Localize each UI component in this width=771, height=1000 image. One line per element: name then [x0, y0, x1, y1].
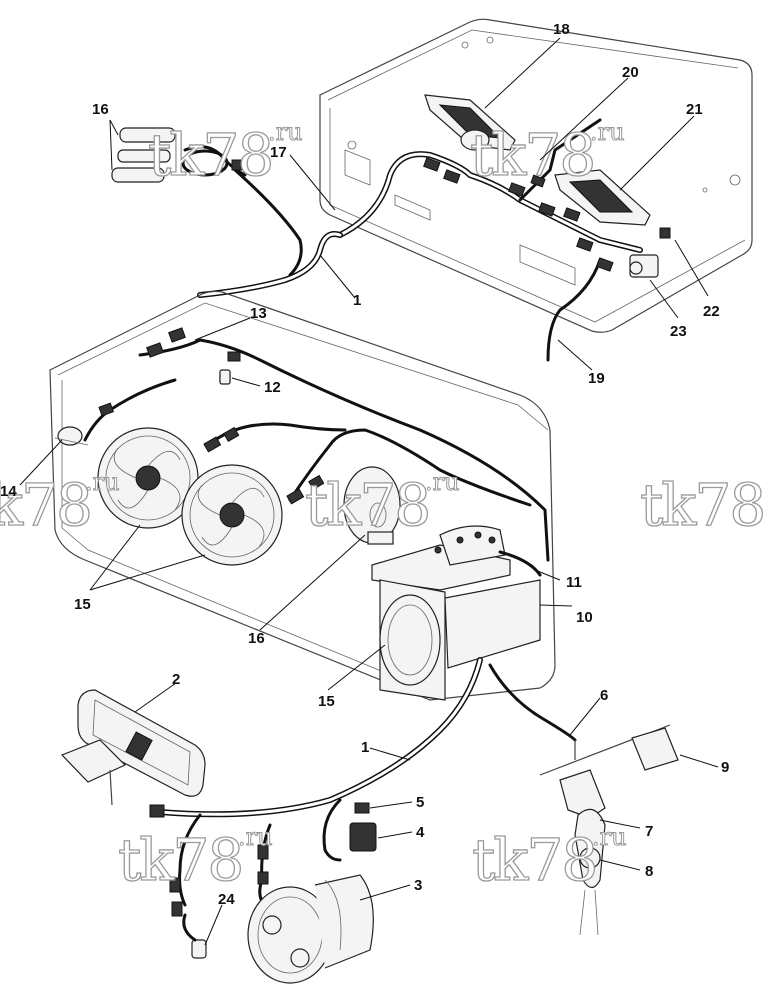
callout-9: 9	[721, 759, 729, 776]
solenoid-14	[54, 426, 89, 446]
leader-10	[539, 604, 573, 607]
watermark-text: tk78	[640, 471, 764, 539]
power-connector-group	[539, 724, 679, 936]
callout-20-top: 18	[553, 21, 570, 38]
leader-20a	[484, 37, 561, 109]
leader-19b	[557, 339, 593, 371]
leader-11	[534, 569, 561, 581]
callout-19-lower: 19	[588, 370, 605, 387]
callout-13: 13	[250, 305, 267, 322]
callout-16: 15	[74, 596, 91, 613]
callout-1-upper: 1	[353, 292, 361, 309]
expansion-valve	[629, 227, 671, 278]
evaporator-housing	[319, 18, 753, 333]
condenser-fan-right	[181, 464, 283, 566]
leader-6	[569, 697, 601, 736]
leader-8	[599, 859, 641, 871]
relay-4	[349, 822, 377, 852]
callout-20-right: 21	[686, 101, 703, 118]
leader-9	[679, 754, 719, 768]
watermark-suffix: .ru	[85, 468, 120, 496]
temperature-sensor-18	[111, 127, 247, 183]
callout-22: 22	[703, 303, 720, 320]
leader-21	[539, 77, 629, 161]
receiver-drier-17	[343, 466, 401, 545]
leader-16	[89, 524, 206, 591]
evaporator-blower-right	[554, 169, 651, 226]
leader-15	[327, 644, 386, 691]
leader-3	[359, 884, 411, 901]
callout-3: 3	[414, 877, 422, 894]
watermark-text: tk78	[470, 121, 594, 189]
watermark-group: tk78 .ru tk78 .ru k78 .ru tk78 .ru tk78 …	[0, 118, 767, 895]
callout-7: 7	[645, 823, 653, 840]
power-harness-lower	[149, 657, 577, 917]
leader-23	[649, 279, 679, 319]
callout-23: 23	[670, 323, 687, 340]
leader-18	[109, 119, 119, 171]
leader-1b	[369, 747, 411, 761]
leader-4	[377, 831, 413, 839]
sensor-24	[182, 913, 207, 959]
callout-10: 10	[576, 609, 593, 626]
callout-17: 16	[248, 630, 265, 647]
leader-19a	[289, 154, 336, 211]
callout-8: 8	[645, 863, 653, 880]
electric-compressor-assembly	[371, 525, 542, 701]
leader-1a	[319, 254, 356, 299]
fuse-5	[354, 802, 370, 814]
leader-13	[194, 317, 251, 341]
callout-11: 11	[566, 574, 582, 591]
leader-14	[19, 439, 63, 486]
watermark-suffix: .ru	[590, 118, 625, 146]
watermark-text: tk78	[472, 826, 596, 894]
watermark-text: tk78	[118, 826, 242, 894]
callout-4: 4	[416, 824, 425, 841]
mechanical-compressor-3	[247, 874, 374, 984]
evaporator-blower-left	[424, 94, 516, 151]
watermark-suffix: .ru	[268, 118, 303, 146]
callout-12: 12	[264, 379, 281, 396]
leader-lines	[19, 37, 719, 946]
condenser-housing	[49, 290, 556, 701]
control-panel-2	[60, 689, 206, 806]
watermark-suffix: .ru	[238, 823, 273, 851]
callout-21: 20	[622, 64, 639, 81]
watermark-text: k78	[0, 471, 91, 539]
callout-6: 6	[600, 687, 608, 704]
callout-18: 16	[92, 101, 109, 118]
leader-20b	[619, 115, 695, 191]
leader-24	[204, 904, 223, 946]
leader-7	[599, 819, 641, 829]
pressure-switch-12	[219, 369, 231, 385]
condenser-fan-left	[97, 427, 199, 529]
leader-22	[674, 239, 709, 297]
watermark-text: tk78	[148, 121, 272, 189]
leader-5	[369, 801, 413, 809]
leader-17	[259, 534, 366, 631]
watermark-suffix: .ru	[592, 823, 627, 851]
callout-2: 2	[172, 671, 180, 688]
callout-labels: 18 20 21 16 17 1 13 12 22 23 19 14 15 16…	[0, 21, 729, 908]
callout-5: 5	[416, 794, 424, 811]
callout-15: 15	[318, 693, 335, 710]
leader-2	[134, 682, 177, 713]
watermark-suffix: .ru	[425, 468, 460, 496]
callout-19-upper: 17	[270, 144, 287, 161]
callout-14: 14	[0, 483, 17, 500]
callout-24: 24	[218, 891, 235, 908]
leader-12	[231, 377, 261, 387]
callout-1-lower: 1	[361, 739, 369, 756]
evaporator-harness	[337, 118, 643, 362]
watermark-text: tk78	[305, 471, 429, 539]
